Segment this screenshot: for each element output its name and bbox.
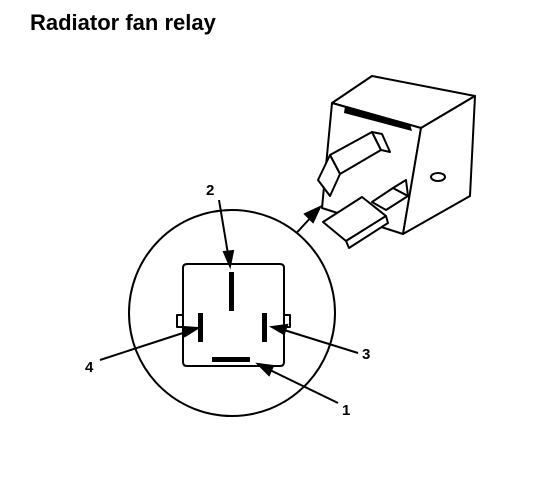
connector-housing: [176, 263, 291, 367]
pin-label-3: 3: [362, 346, 370, 363]
relay-side-nub: [430, 172, 446, 182]
leader-lines: [99, 199, 359, 404]
terminal-2-blade: [229, 272, 234, 311]
diagram-title: Radiator fan relay: [30, 10, 216, 35]
relay-right-face: [402, 95, 476, 235]
pin-label-2: 2: [206, 182, 214, 199]
housing-latch-left: [176, 314, 184, 328]
terminal-1-blade: [212, 357, 250, 362]
pin-label-1: 1: [342, 402, 350, 419]
pin-label-4: 4: [85, 359, 94, 376]
terminal-3-blade: [262, 313, 267, 342]
relay-terminals: [317, 131, 409, 249]
relay-terminal-upper-tip: [317, 154, 341, 197]
relay-top-shade: [344, 106, 412, 131]
